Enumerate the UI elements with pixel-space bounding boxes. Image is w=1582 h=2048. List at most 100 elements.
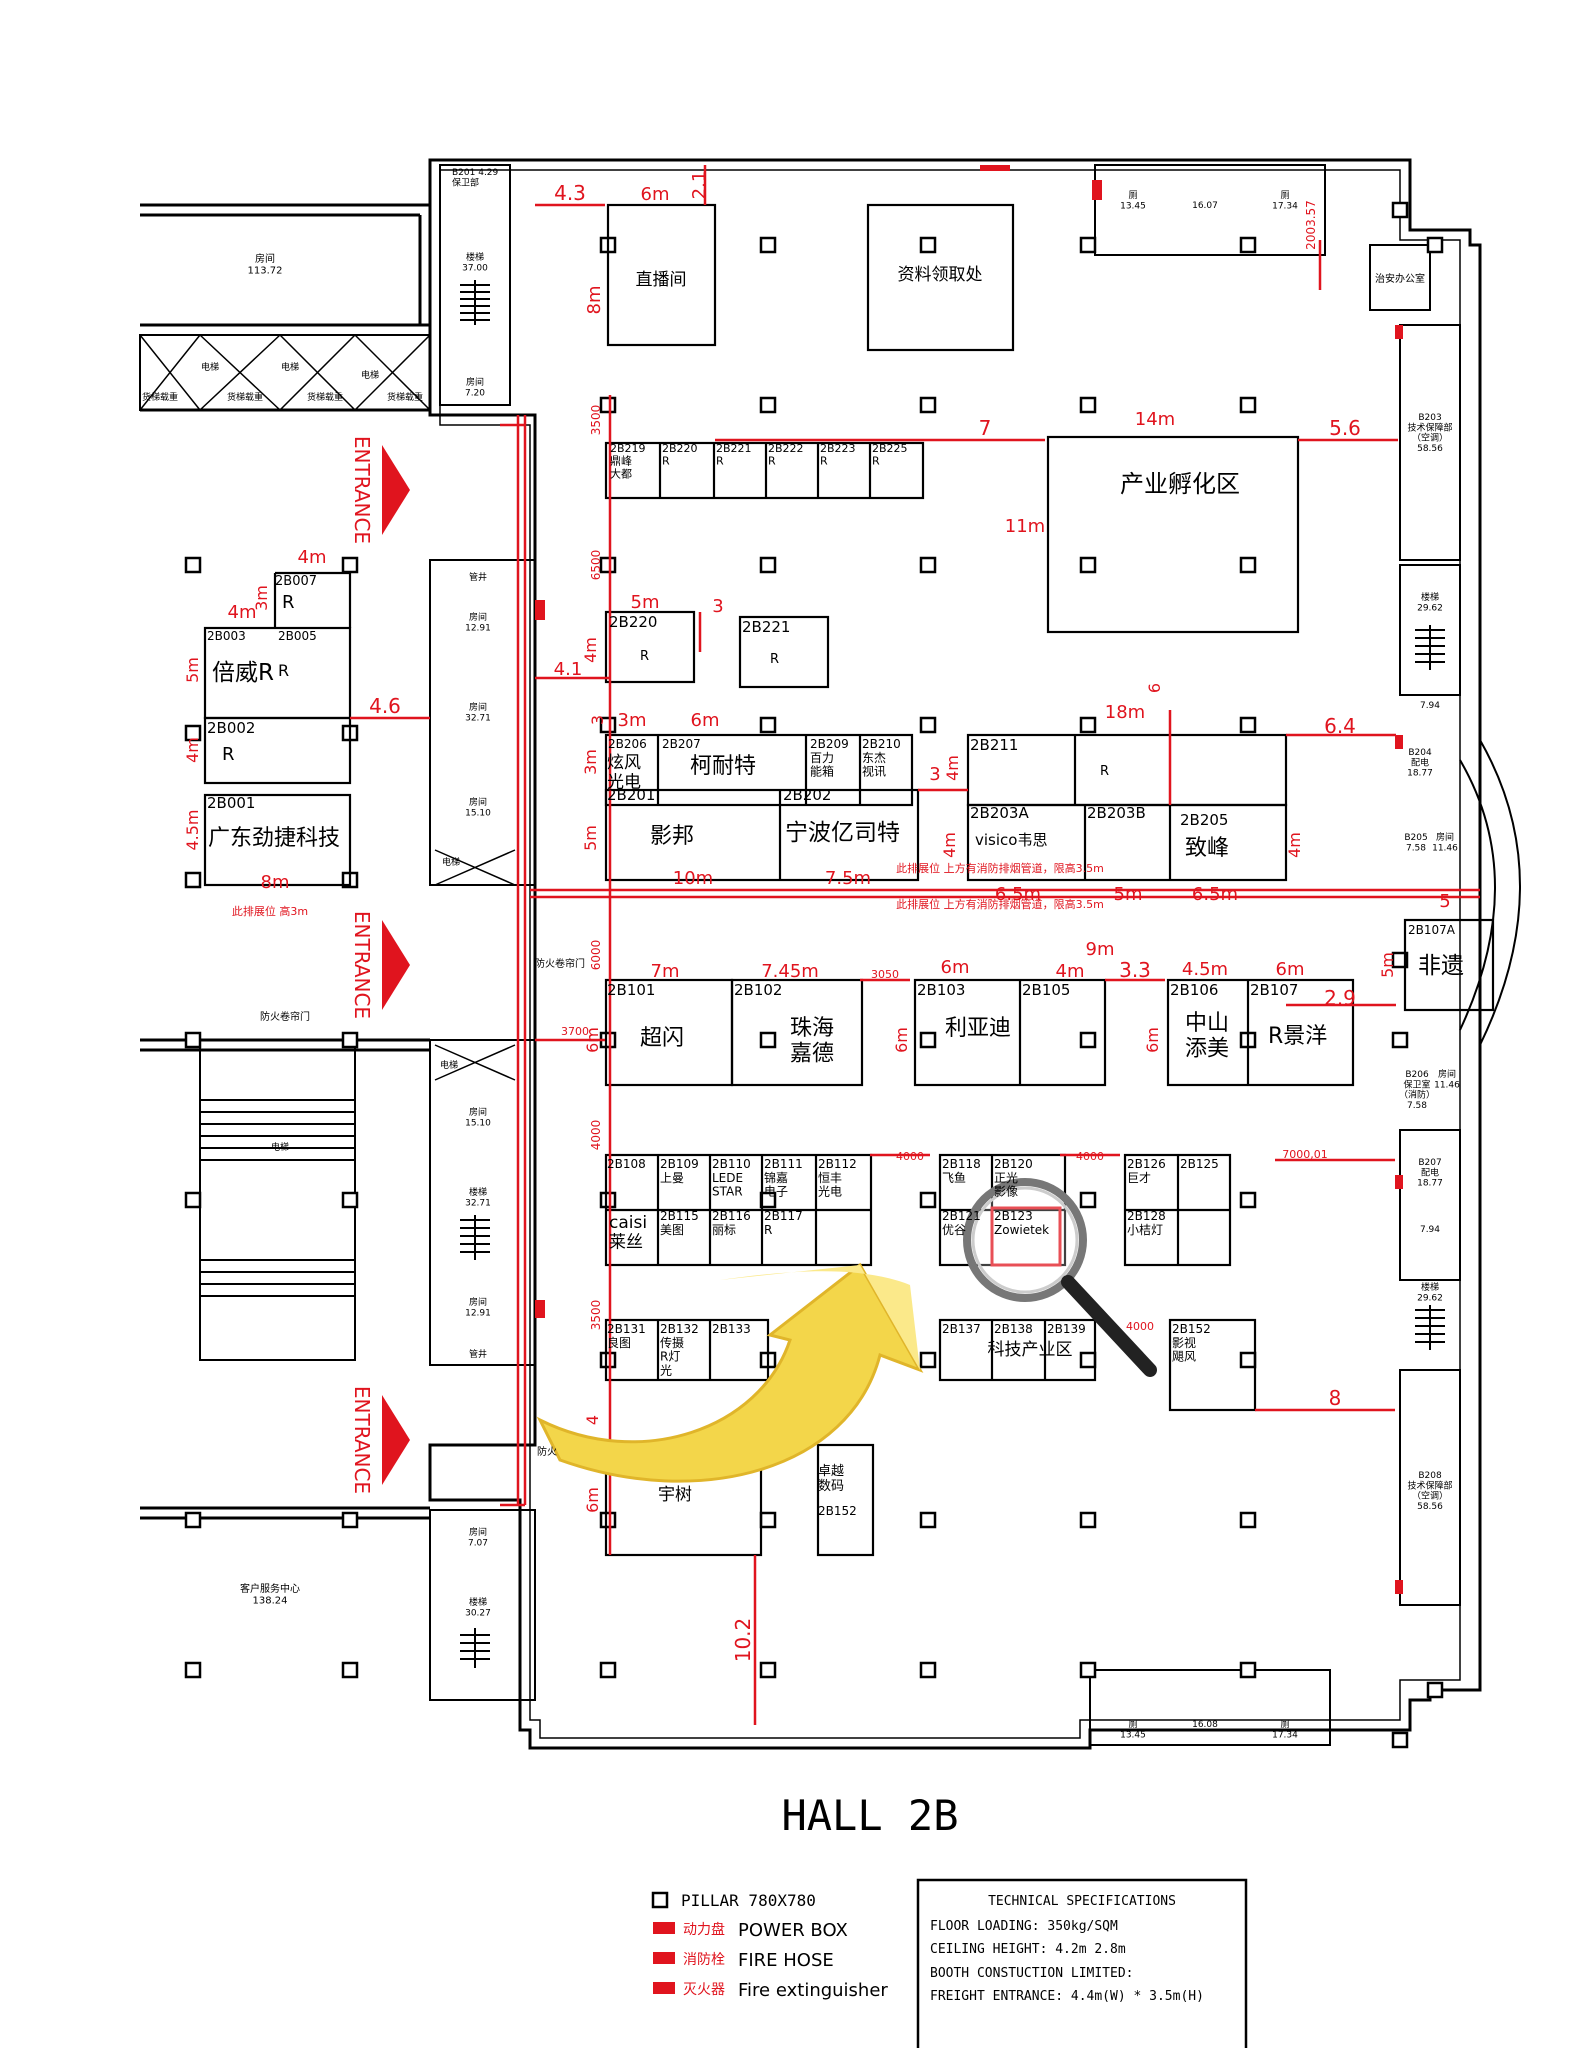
pillar bbox=[184, 1191, 202, 1209]
pillar bbox=[1391, 1031, 1409, 1049]
booth-2b103: 2B103 bbox=[917, 981, 965, 999]
legend-ext-en: Fire extinguisher bbox=[738, 1980, 888, 2001]
pillar-legend-icon bbox=[651, 1891, 669, 1909]
dim-d-5m-c: 5m bbox=[1114, 884, 1143, 905]
pillar bbox=[919, 1031, 937, 1049]
highlight-pointer-arrow bbox=[536, 1262, 924, 1483]
pillar bbox=[759, 1661, 777, 1679]
dim-d-8m: 8m bbox=[584, 286, 605, 315]
room-fanghuo1: 防火卷帘门 bbox=[535, 957, 585, 970]
hall-title: HALL 2B bbox=[781, 1791, 958, 1840]
dim-d-3-3: 3.3 bbox=[1119, 958, 1151, 982]
booth-2b001: 2B001 bbox=[207, 794, 255, 812]
booth-2b102: 2B102 bbox=[734, 981, 782, 999]
booth-2b221: 2B221 bbox=[742, 618, 790, 636]
booth-2b202-name: 宁波亿司特 bbox=[785, 820, 900, 846]
dim-d-7-5m: 7.5m bbox=[825, 868, 871, 889]
pillar bbox=[759, 1511, 777, 1529]
pillar bbox=[1079, 1191, 1097, 1209]
dim-d-3: 3 bbox=[712, 596, 723, 617]
booth-2b002-r: R bbox=[222, 744, 235, 765]
room-elev3: 电梯 bbox=[361, 369, 379, 381]
dim-d-2003: 2003.57 bbox=[1304, 200, 1318, 250]
dim-d-4m-a: 4m bbox=[581, 637, 600, 663]
room-elev5: 电梯 bbox=[440, 1059, 458, 1071]
booth-2b205: 2B205 bbox=[1180, 811, 1228, 829]
pillar bbox=[599, 1191, 617, 1209]
room-1607: 16.07 bbox=[1192, 201, 1218, 211]
dim-d-7m: 7m bbox=[651, 961, 680, 982]
pillar bbox=[341, 1191, 359, 1209]
dim-d-3c: 3 bbox=[929, 764, 940, 785]
dim-d-6-5m-b: 6.5m bbox=[1192, 884, 1238, 905]
legend bbox=[651, 1891, 675, 1994]
dim-d-5m: 5m bbox=[631, 592, 660, 613]
dim-d-4m-l2: 4m bbox=[228, 602, 257, 623]
pillar bbox=[1239, 1191, 1257, 1209]
pillar bbox=[1079, 1351, 1097, 1369]
dim-d-7000: 7000,01 bbox=[1282, 1148, 1328, 1161]
dim-d-7-45m: 7.45m bbox=[761, 961, 819, 982]
dim-d-4m-d: 4m bbox=[1285, 832, 1304, 858]
note-limit-3: 此排展位 高3m bbox=[232, 904, 308, 918]
dim-d-6m-h: 6m bbox=[583, 1487, 602, 1513]
booth-2b221-r: R bbox=[770, 652, 779, 667]
pillar bbox=[599, 1351, 617, 1369]
specs-floor: FLOOR LOADING: 350kg/SQM bbox=[930, 1919, 1118, 1934]
dim-d-6m-top: 6m bbox=[641, 184, 670, 205]
booth-2b005-r: R bbox=[278, 661, 289, 680]
dim-d-2-9: 2.9 bbox=[1324, 986, 1356, 1010]
pillar bbox=[1239, 1511, 1257, 1529]
pillar bbox=[1391, 1731, 1409, 1749]
area-materials: 资料领取处 bbox=[898, 265, 983, 285]
booth-2b102-name: 珠海嘉德 bbox=[790, 1016, 834, 1066]
booth-2b103-name: 利亚迪 bbox=[945, 1016, 1011, 1041]
fire-hose-legend-icon bbox=[653, 1952, 675, 1964]
pillar bbox=[1426, 1681, 1444, 1699]
dim-d-3500b: 3500 bbox=[589, 1300, 603, 1331]
room-freight-1: 货梯载重 bbox=[142, 391, 178, 403]
dim-d-4-3: 4.3 bbox=[554, 181, 586, 205]
pillar bbox=[1239, 1661, 1257, 1679]
dim-d-6-5m: 6.5m bbox=[995, 884, 1041, 905]
room-elev1: 电梯 bbox=[201, 361, 219, 373]
pillar bbox=[759, 716, 777, 734]
booth-2b106-name: 中山添美 bbox=[1185, 1011, 1229, 1061]
pillar bbox=[599, 396, 617, 414]
note-limit-2: 此排展位 上方有消防排烟管道，限高3.5m bbox=[896, 897, 1104, 911]
pillar bbox=[599, 556, 617, 574]
legend-hose-cn: 消防栓 bbox=[683, 1952, 725, 1968]
booth-2b211: 2B211 bbox=[970, 736, 1018, 754]
pillar bbox=[1079, 556, 1097, 574]
booth-2b133: 2B133 bbox=[712, 1322, 751, 1336]
dim-d-4m-e: 4m bbox=[1056, 961, 1085, 982]
booth-2b211-r: R bbox=[1100, 764, 1109, 779]
dim-d-4: 4 bbox=[583, 1415, 602, 1425]
room-elev6: 电梯 bbox=[271, 1141, 289, 1153]
area-live: 直播间 bbox=[636, 270, 687, 290]
booth-2b105: 2B105 bbox=[1022, 981, 1070, 999]
booth-2b007-r: R bbox=[282, 592, 295, 613]
dim-d-8m-l: 8m bbox=[261, 872, 290, 893]
dim-d-2-1: 2.1 bbox=[689, 171, 710, 200]
dim-d-4-6: 4.6 bbox=[369, 694, 401, 718]
booth-2b203a: 2B203A bbox=[970, 804, 1029, 822]
booth-2b107a-name: 非遗 bbox=[1418, 953, 1464, 979]
booth-2b220-r: R bbox=[640, 649, 649, 664]
pillar bbox=[1079, 1511, 1097, 1529]
pillar bbox=[1239, 236, 1257, 254]
dim-d-6: 6 bbox=[1145, 683, 1164, 693]
dim-d-6000: 6000 bbox=[589, 940, 603, 971]
pillar bbox=[1391, 951, 1409, 969]
dim-d-5m-b: 5m bbox=[581, 825, 600, 851]
booth-2b201-name: 影邦 bbox=[650, 824, 694, 849]
